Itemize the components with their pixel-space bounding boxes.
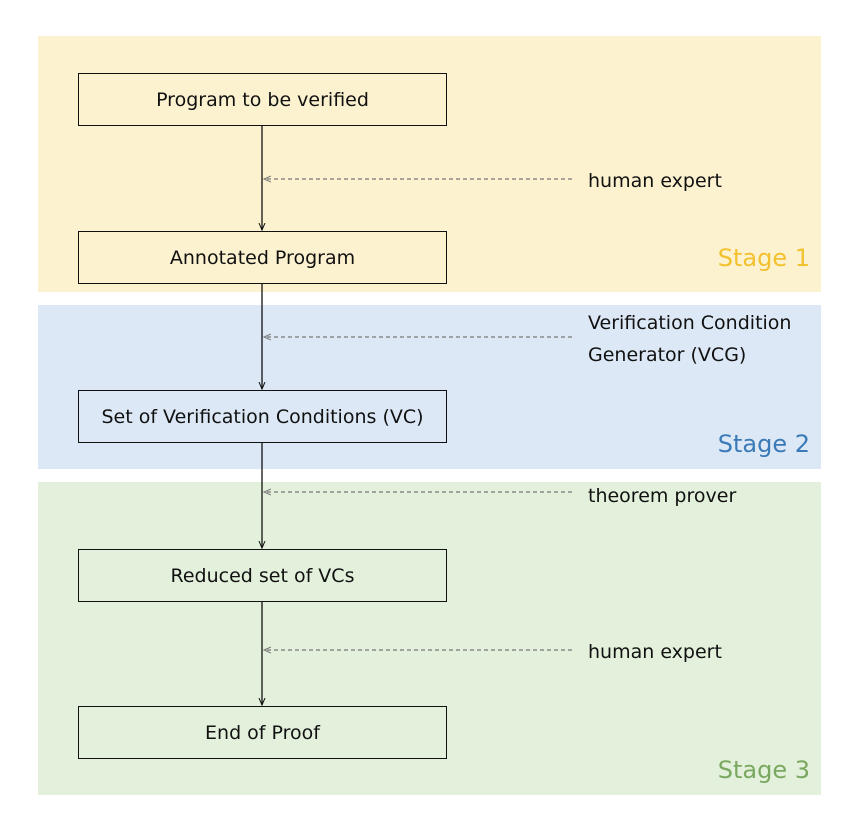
stage-3-label: Stage 3 <box>717 756 810 784</box>
annotation-theorem-prover: theorem prover <box>588 485 737 507</box>
annotation-human-expert-2: human expert <box>588 641 722 663</box>
annotation-human-expert-1: human expert <box>588 170 722 192</box>
stage-2-label: Stage 2 <box>717 430 810 458</box>
annotation-vcg: Verification Condition Generator (VCG) <box>588 312 792 366</box>
box-program-to-be-verified: Program to be verified <box>78 73 447 126</box>
box-end-of-proof: End of Proof <box>78 706 447 759</box>
stage-1-label: Stage 1 <box>717 244 810 272</box>
box-reduced-set-of-vcs: Reduced set of VCs <box>78 549 447 602</box>
box-annotated-program: Annotated Program <box>78 231 447 284</box>
box-verification-conditions: Set of Verification Conditions (VC) <box>78 390 447 443</box>
